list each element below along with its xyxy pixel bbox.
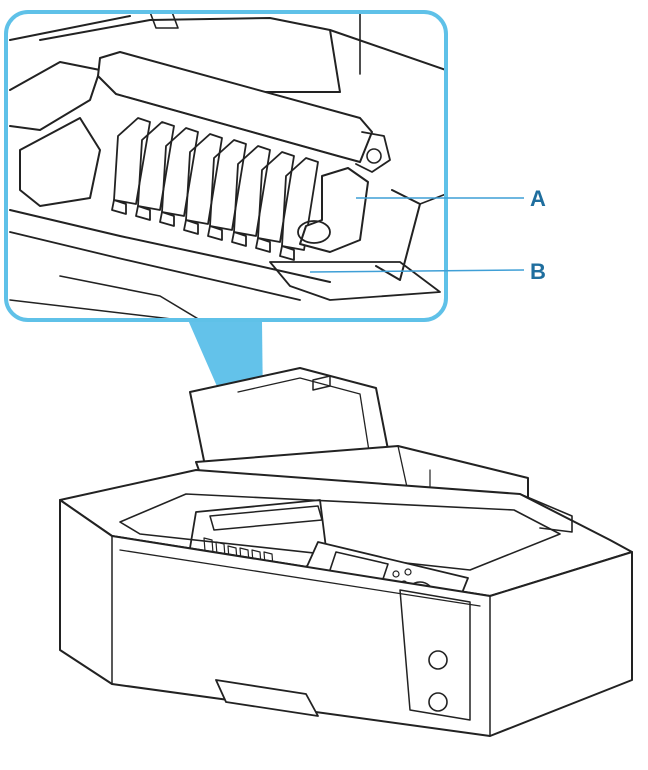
button-1: [392, 570, 400, 578]
ink-tank-icon: [111, 117, 319, 261]
label-b: B: [530, 259, 546, 284]
leader-line-b: [309, 269, 525, 273]
stop-button: [428, 692, 448, 712]
hinge-pin: [366, 148, 382, 164]
printer-cavity: [119, 493, 561, 571]
right-wall-2: [419, 193, 446, 205]
callout-frame: [4, 10, 448, 322]
printer-front: [59, 499, 633, 737]
left-rail-3: [59, 275, 201, 320]
lid-edge: [329, 29, 446, 71]
holder-icon: [269, 261, 441, 301]
left-wall-2: [19, 117, 101, 207]
head-cover: [97, 51, 373, 163]
left-rail: [9, 209, 331, 283]
right-wall: [375, 189, 421, 281]
rear-right: [519, 493, 573, 533]
side-panel: [399, 589, 471, 721]
power-button: [428, 650, 448, 670]
left-rail-2: [9, 231, 301, 301]
front-slot: [119, 549, 481, 607]
printer-icon: [59, 367, 633, 737]
rear-frame-2: [9, 15, 131, 41]
label-a: A: [530, 186, 546, 211]
lever-knob: [297, 220, 331, 244]
tab-top: [149, 12, 179, 29]
output-tray: [215, 679, 319, 717]
rear-frame: [39, 17, 341, 93]
head-cover-edge: [115, 93, 339, 157]
floor-line: [9, 299, 181, 320]
magnifier-icon: [4, 10, 448, 322]
button-3: [404, 568, 412, 576]
head-cover-hinge: [355, 131, 391, 173]
paper-support-fold: [237, 377, 373, 471]
carriage-bar: [209, 505, 323, 531]
left-wall: [9, 61, 101, 131]
